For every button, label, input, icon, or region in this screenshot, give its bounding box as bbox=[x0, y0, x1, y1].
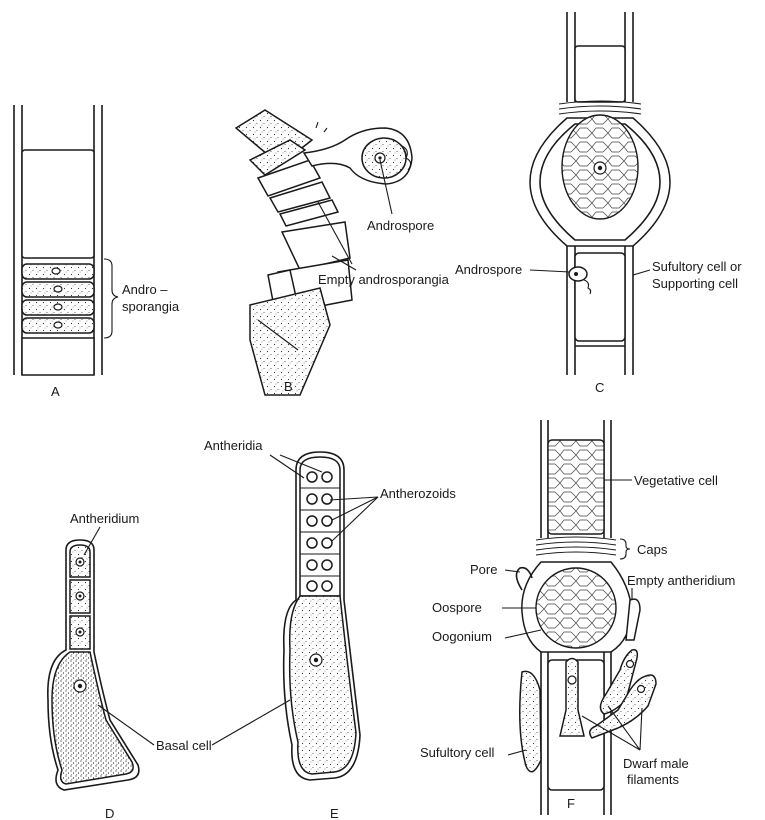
label-caps: Caps bbox=[637, 542, 668, 557]
label-androspore-b: Androspore bbox=[367, 218, 434, 233]
panel-c: Androspore Sufultory cell or Supporting … bbox=[455, 12, 742, 395]
label-oogonium: Oogonium bbox=[432, 629, 492, 644]
plant-e bbox=[284, 452, 360, 780]
panel-f: Vegetative cell Caps Pore Empty antherid… bbox=[420, 420, 735, 815]
plant-d bbox=[48, 540, 139, 790]
label-antherozoids: Antherozoids bbox=[380, 486, 456, 501]
label-androsporangia-1: Andro – bbox=[122, 282, 168, 297]
label-sufultory-c-1: Sufultory cell or bbox=[652, 259, 742, 274]
panel-letter-b: B bbox=[284, 379, 293, 394]
panel-a: Andro – sporangia A bbox=[14, 105, 180, 399]
filament-c bbox=[530, 12, 670, 375]
label-antheridium: Antheridium bbox=[70, 511, 139, 526]
label-dwarf-males-1: Dwarf male bbox=[623, 756, 689, 771]
label-sufultory-f: Sufultory cell bbox=[420, 745, 495, 760]
panel-letter-e: E bbox=[330, 806, 339, 820]
filament-b bbox=[236, 110, 412, 395]
label-oospore: Oospore bbox=[432, 600, 482, 615]
label-vegetative-cell: Vegetative cell bbox=[634, 473, 718, 488]
label-pore: Pore bbox=[470, 562, 497, 577]
label-dwarf-males-2: filaments bbox=[627, 772, 680, 787]
panel-letter-a: A bbox=[51, 384, 60, 399]
label-androsporangia-2: sporangia bbox=[122, 299, 180, 314]
label-basal-cell: Basal cell bbox=[156, 738, 212, 753]
label-empty-androsporangia: Empty androsporangia bbox=[318, 272, 450, 287]
label-antheridia: Antheridia bbox=[204, 438, 263, 453]
panel-letter-f: F bbox=[567, 796, 575, 811]
panel-letter-c: C bbox=[595, 380, 604, 395]
panel-b: Androspore Empty androsporangia B bbox=[236, 110, 450, 395]
panel-letter-d: D bbox=[105, 806, 114, 820]
panel-e: Antheridia Antherozoids E bbox=[204, 438, 456, 820]
label-sufultory-c-2: Supporting cell bbox=[652, 276, 738, 291]
brace-a bbox=[104, 259, 118, 338]
filament-a bbox=[14, 105, 102, 375]
label-androspore-c: Androspore bbox=[455, 262, 522, 277]
panel-d: Antheridium Basal cell D bbox=[48, 511, 212, 820]
brace-caps bbox=[620, 539, 630, 559]
label-empty-antheridium: Empty antheridium bbox=[627, 573, 735, 588]
